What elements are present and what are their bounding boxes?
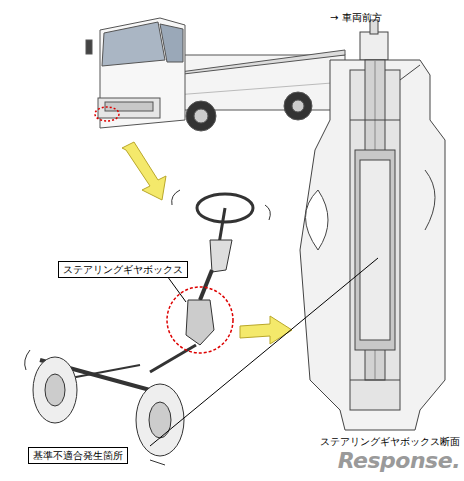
box-text: ステアリングギヤボックス bbox=[63, 264, 183, 275]
steering-system bbox=[25, 190, 271, 465]
leader-line bbox=[150, 258, 378, 446]
gearbox-section bbox=[300, 20, 445, 430]
caption-label: ステアリングギヤボックス断面 bbox=[320, 436, 460, 448]
box-text: 基準不適合発生箇所 bbox=[33, 450, 123, 461]
caption-label: → 車両前方 bbox=[330, 12, 382, 24]
pointer-arrow bbox=[122, 142, 166, 200]
label-box: ステアリングギヤボックス bbox=[58, 261, 188, 278]
label-box: 基準不適合発生箇所 bbox=[28, 447, 128, 464]
highlight-circle bbox=[95, 107, 119, 121]
highlight-circle bbox=[167, 287, 233, 353]
watermark: Response. bbox=[338, 448, 460, 474]
pointer-arrow bbox=[240, 316, 292, 344]
truck bbox=[86, 18, 345, 131]
